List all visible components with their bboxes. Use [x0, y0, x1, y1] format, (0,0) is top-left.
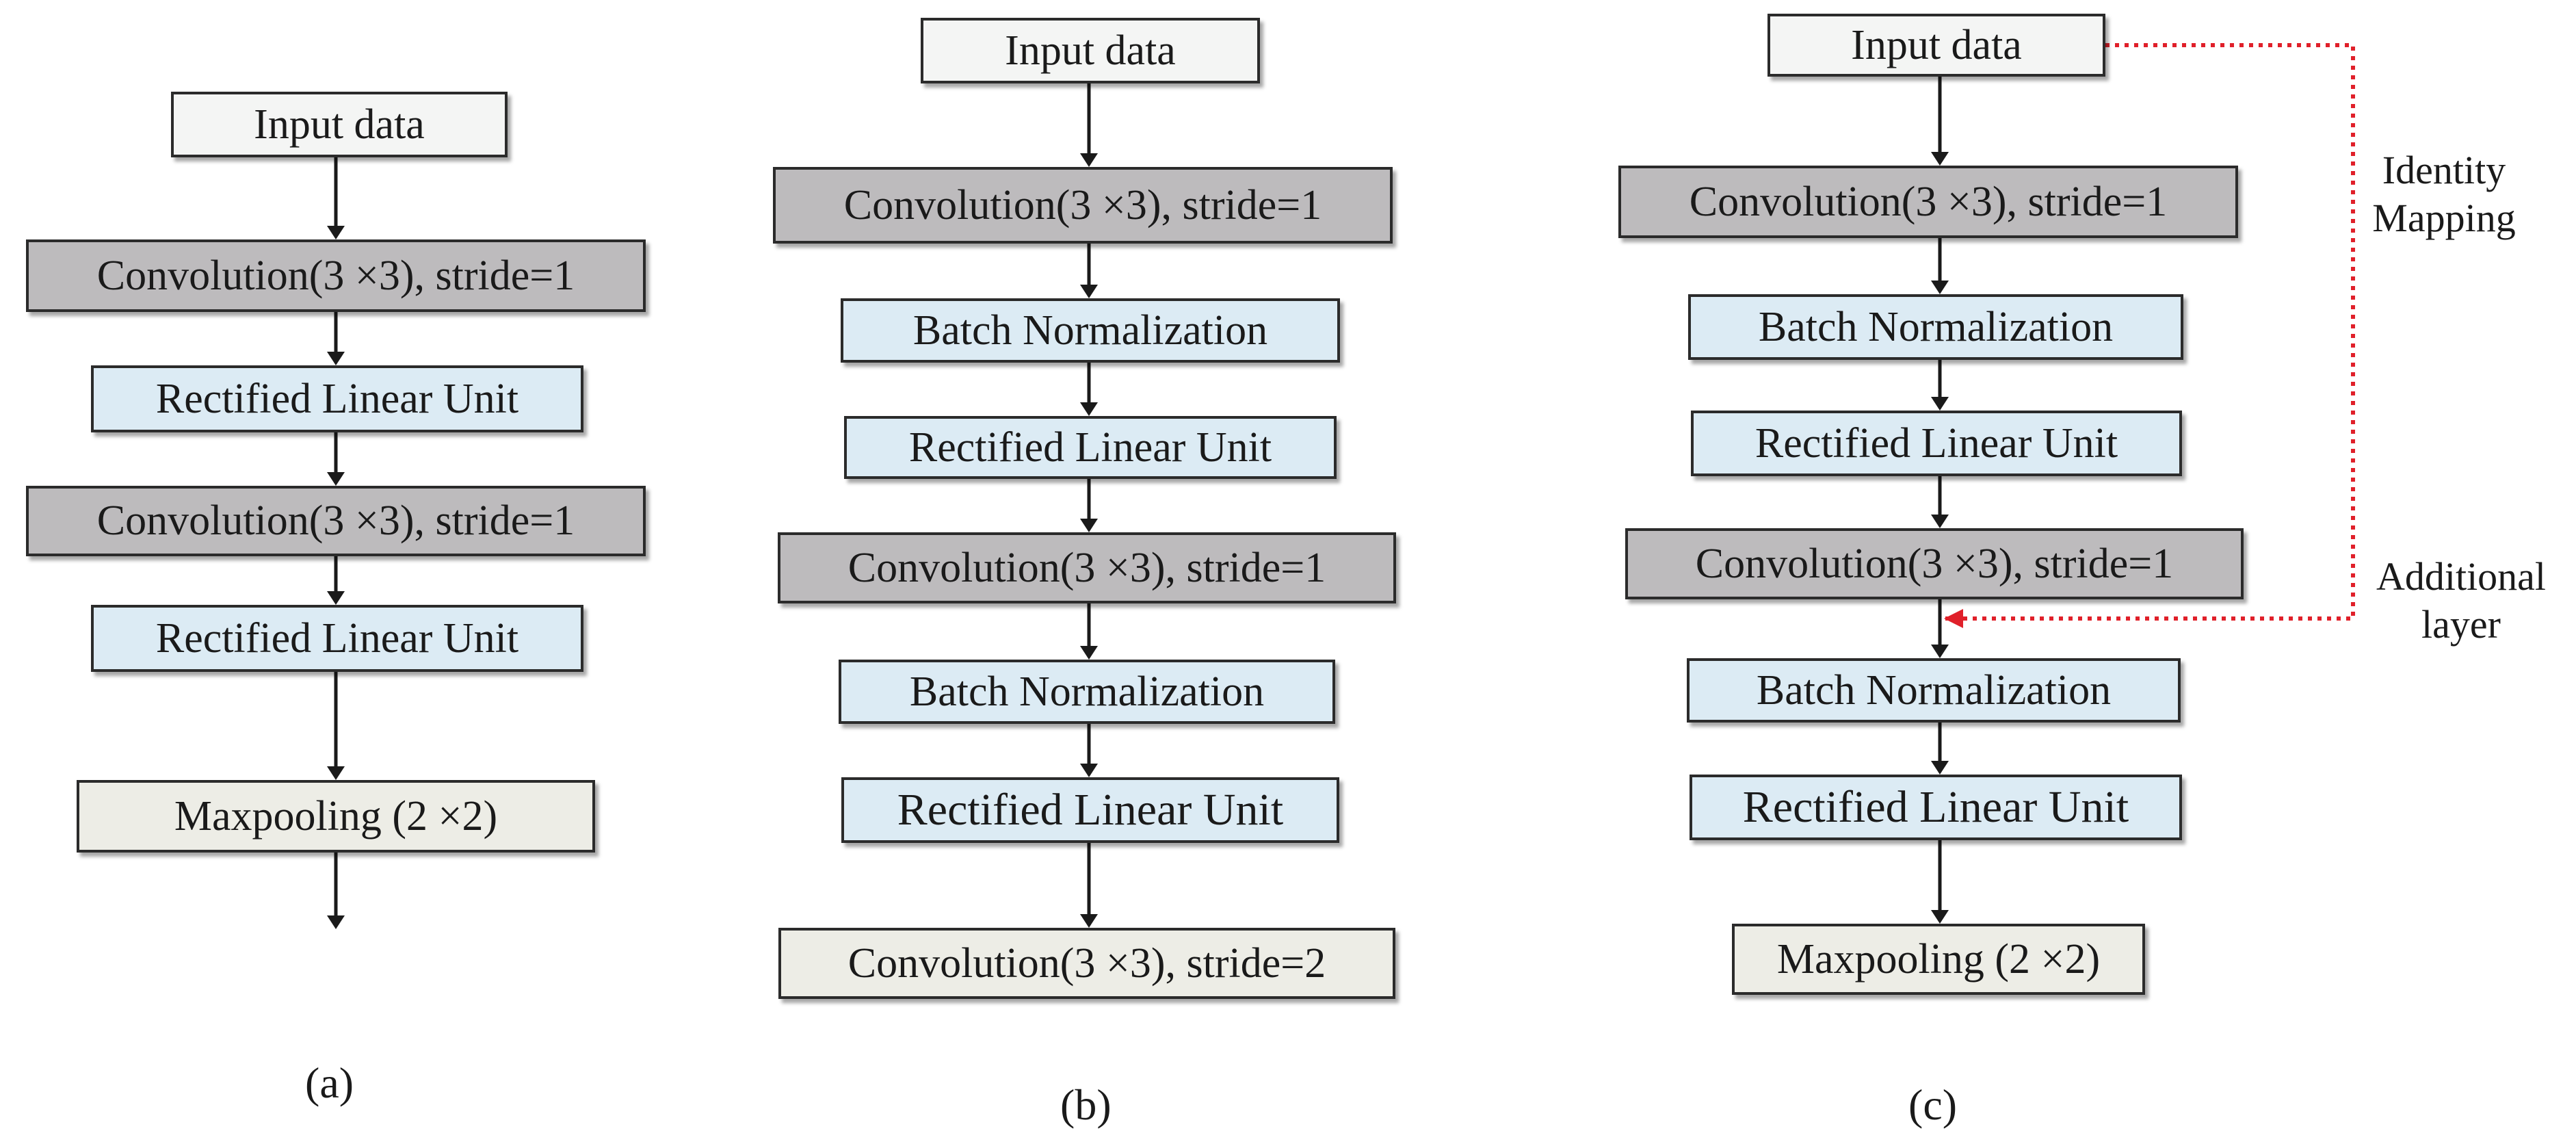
a-relu-block-1: Rectified Linear Unit	[91, 365, 583, 432]
block-label: Rectified Linear Unit	[1754, 419, 2118, 467]
block-label: Rectified Linear Unit	[897, 785, 1284, 835]
b-convolution-block-2: Convolution(3 ×3), stride=1	[778, 532, 1396, 603]
block-label: Rectified Linear Unit	[155, 375, 519, 422]
block-label: Convolution(3 ×3), stride=1	[847, 544, 1326, 591]
c-relu-block-1: Rectified Linear Unit	[1691, 411, 2182, 476]
block-label: Convolution(3 ×3), stride=1	[96, 497, 575, 544]
c-batch-norm-block-2: Batch Normalization	[1687, 658, 2181, 723]
block-label: Batch Normalization	[912, 307, 1268, 354]
c-convolution-block-1: Convolution(3 ×3), stride=1	[1618, 166, 2238, 238]
c-maxpooling-block: Maxpooling (2 ×2)	[1732, 924, 2145, 995]
block-label: Batch Normalization	[909, 668, 1265, 715]
c-batch-norm-block-1: Batch Normalization	[1688, 294, 2183, 360]
additional-layer-label-line-1: Additional	[2376, 554, 2547, 599]
a-input-data-block: Input data	[171, 92, 508, 157]
b-convolution-stride2-block: Convolution(3 ×3), stride=2	[778, 928, 1395, 999]
caption-b: (b)	[1060, 1080, 1112, 1129]
a-relu-block-2: Rectified Linear Unit	[91, 605, 583, 672]
b-input-data-block: Input data	[921, 18, 1260, 83]
c-relu-block-2: Rectified Linear Unit	[1690, 775, 2182, 840]
block-label: Convolution(3 ×3), stride=1	[1689, 178, 2168, 225]
additional-layer-label: Additional layer	[2358, 553, 2564, 648]
identity-mapping-label: Identity Mapping	[2358, 146, 2529, 242]
block-label: Convolution(3 ×3), stride=1	[96, 252, 575, 299]
a-maxpooling-block: Maxpooling (2 ×2)	[77, 780, 595, 853]
identity-mapping-skip-connection	[1944, 43, 2355, 628]
block-label: Batch Normalization	[1756, 666, 2112, 714]
block-label: Batch Normalization	[1758, 303, 2114, 350]
block-label: Rectified Linear Unit	[908, 424, 1272, 471]
caption-c: (c)	[1908, 1080, 1958, 1129]
block-label: Maxpooling (2 ×2)	[174, 792, 498, 840]
b-relu-block-2: Rectified Linear Unit	[841, 777, 1339, 843]
a-convolution-block-1: Convolution(3 ×3), stride=1	[26, 239, 646, 312]
block-label: Convolution(3 ×3), stride=1	[1695, 540, 2174, 587]
block-label: Input data	[254, 101, 425, 148]
additional-layer-label-line-2: layer	[2421, 601, 2501, 647]
block-label: Rectified Linear Unit	[155, 614, 519, 662]
a-convolution-block-2: Convolution(3 ×3), stride=1	[26, 486, 646, 556]
block-label: Rectified Linear Unit	[1742, 782, 2129, 832]
block-label: Maxpooling (2 ×2)	[1776, 935, 2101, 983]
identity-mapping-label-line-2: Mapping	[2372, 195, 2516, 240]
b-batch-norm-block-2: Batch Normalization	[839, 660, 1335, 724]
caption-a: (a)	[305, 1058, 354, 1107]
block-label: Convolution(3 ×3), stride=2	[847, 939, 1326, 987]
c-input-data-block: Input data	[1767, 14, 2105, 77]
block-label: Input data	[1005, 27, 1176, 74]
b-convolution-block-1: Convolution(3 ×3), stride=1	[773, 167, 1393, 244]
b-relu-block-1: Rectified Linear Unit	[844, 416, 1337, 479]
block-label: Input data	[1851, 21, 2022, 68]
block-label: Convolution(3 ×3), stride=1	[843, 181, 1322, 229]
identity-mapping-label-line-1: Identity	[2382, 148, 2506, 192]
b-batch-norm-block-1: Batch Normalization	[841, 298, 1340, 363]
c-convolution-block-2: Convolution(3 ×3), stride=1	[1625, 528, 2244, 599]
